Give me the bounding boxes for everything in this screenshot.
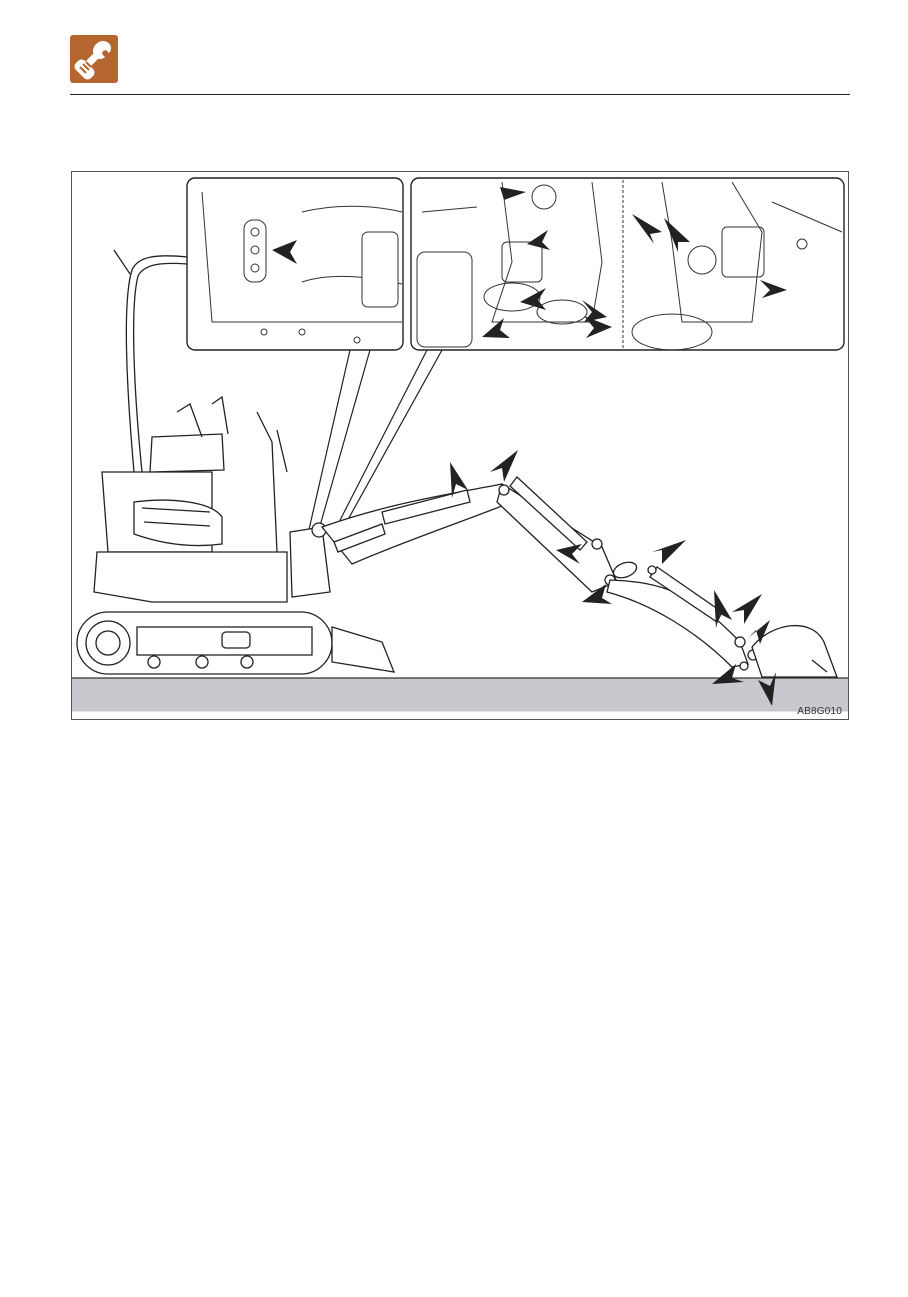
excavator-lubrication-figure: AB8G010 — [71, 171, 849, 720]
detail-inset-left — [186, 177, 404, 351]
excavator-body — [76, 249, 396, 675]
excavator-boom-arm — [320, 476, 838, 678]
header-rule — [70, 94, 850, 95]
figure-code: AB8G010 — [797, 706, 842, 717]
wrench-maintenance-icon — [70, 35, 118, 83]
detail-inset-right — [410, 177, 845, 351]
grease-point-arrows — [450, 450, 776, 706]
excavator-illustration — [72, 177, 848, 712]
ground-strip — [72, 678, 848, 711]
